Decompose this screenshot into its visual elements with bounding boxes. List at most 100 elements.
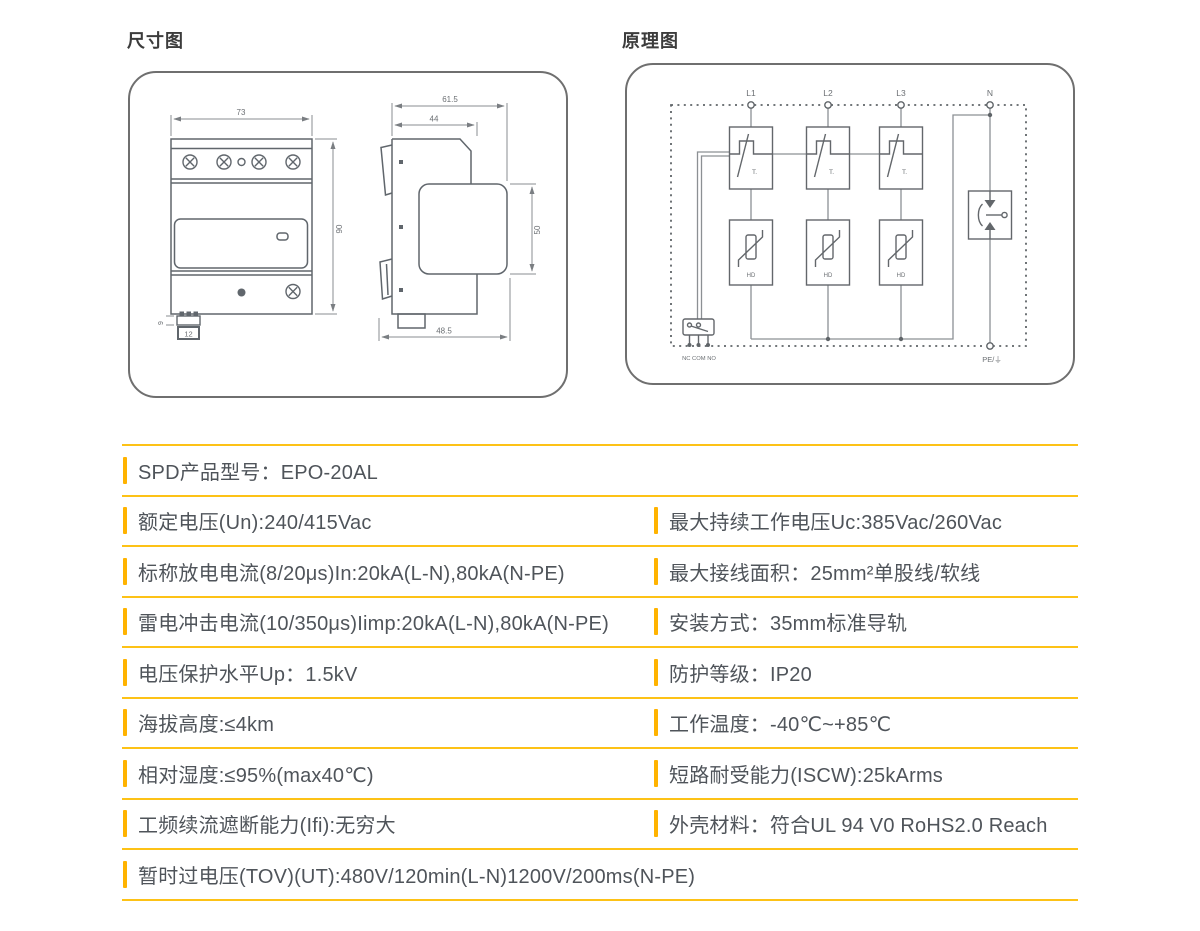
spec-text: 短路耐受能力(ISCW):25kArms bbox=[669, 764, 943, 787]
varistor-module-l2: HD bbox=[805, 219, 851, 286]
rail-clip-bottom bbox=[379, 258, 393, 301]
side-module bbox=[418, 183, 508, 275]
screw-icon bbox=[216, 154, 232, 170]
dim-side-bottom-width: 48.5 bbox=[436, 327, 452, 336]
accent-bar bbox=[123, 608, 127, 636]
side-dimensions bbox=[378, 103, 536, 341]
dim-front-width: 73 bbox=[237, 108, 246, 117]
button-dot bbox=[237, 288, 246, 297]
spec-cell-left: 相对湿度:≤95%(max40℃) bbox=[122, 749, 653, 798]
mov-module-l1: T. bbox=[728, 126, 774, 190]
pe-ground-label: PE/⏚ bbox=[982, 355, 1002, 364]
spec-text: 工频续流遮断能力(Ifi):无穷大 bbox=[138, 815, 396, 838]
spec-text: 标称放电电流(8/20μs)In:20kA(L-N),80kA(N-PE) bbox=[138, 562, 565, 585]
schematic-section-title: 原理图 bbox=[622, 31, 679, 51]
accent-bar bbox=[654, 507, 658, 535]
spec-cell-right: 最大接线面积：25mm²单股线/软线 bbox=[653, 547, 1078, 596]
dimension-drawing: 73 90 12 9 bbox=[158, 95, 542, 341]
accent-bar bbox=[123, 658, 127, 686]
mov-module-l2: T. bbox=[805, 126, 851, 190]
spec-cell-right: 安装方式：35mm标准导轨 bbox=[653, 598, 1078, 647]
accent-bar bbox=[654, 658, 658, 686]
spec-table: SPD产品型号：EPO-20AL 额定电压(Un):240/415Vac 最大持… bbox=[122, 444, 1078, 901]
front-view bbox=[170, 138, 313, 315]
spec-cell-left: 额定电压(Un):240/415Vac bbox=[122, 497, 653, 546]
mov-label: T. bbox=[902, 169, 907, 176]
spec-model-text: SPD产品型号：EPO-20AL bbox=[138, 461, 378, 484]
line-terminals bbox=[747, 101, 994, 350]
spec-text: 电压保护水平Up：1.5kV bbox=[138, 663, 358, 686]
dim-side-module-height: 50 bbox=[533, 225, 542, 234]
gdt-module-npe bbox=[967, 190, 1013, 240]
small-port bbox=[237, 157, 246, 167]
accent-bar bbox=[123, 557, 127, 585]
spec-row: 海拔高度:≤4km 工作温度：-40℃~+85℃ bbox=[122, 699, 1078, 749]
spec-cell: SPD产品型号：EPO-20AL bbox=[122, 446, 1078, 495]
spec-cell-left: 工频续流遮断能力(Ifi):无穷大 bbox=[122, 800, 653, 849]
dim-tab-width: 12 bbox=[184, 330, 192, 339]
mov-module-l3: T. bbox=[878, 126, 924, 190]
spec-text: 防护等级：IP20 bbox=[669, 663, 812, 686]
spec-cell-left: 标称放电电流(8/20μs)In:20kA(L-N),80kA(N-PE) bbox=[122, 547, 653, 596]
dim-tab-height: 9 bbox=[158, 321, 165, 325]
spec-cell-right: 外壳材料：符合UL 94 V0 RoHS2.0 Reach bbox=[653, 800, 1078, 849]
screw-icon bbox=[285, 154, 301, 170]
dim-side-overall-width: 61.5 bbox=[442, 95, 458, 104]
front-dimensions bbox=[166, 115, 337, 326]
spec-text: 外壳材料：符合UL 94 V0 RoHS2.0 Reach bbox=[669, 815, 1048, 838]
accent-bar bbox=[123, 759, 127, 787]
dashed-boundary bbox=[670, 104, 1027, 347]
contact-label: NC COM NO bbox=[682, 356, 716, 362]
accent-bar bbox=[123, 860, 127, 888]
spec-cell-right: 防护等级：IP20 bbox=[653, 648, 1078, 697]
spec-text: 海拔高度:≤4km bbox=[138, 714, 275, 737]
spec-row: 标称放电电流(8/20μs)In:20kA(L-N),80kA(N-PE) 最大… bbox=[122, 547, 1078, 598]
schematic-panel: T. T. T. HD bbox=[625, 63, 1075, 385]
accent-bar bbox=[654, 557, 658, 585]
accent-bar bbox=[654, 709, 658, 737]
accent-bar bbox=[123, 810, 127, 838]
spec-cell-right: 短路耐受能力(ISCW):25kArms bbox=[653, 749, 1078, 798]
varistor-label: HD bbox=[897, 273, 906, 279]
accent-bar bbox=[123, 709, 127, 737]
mov-label: T. bbox=[829, 169, 834, 176]
spec-row: 工频续流遮断能力(Ifi):无穷大 外壳材料：符合UL 94 V0 RoHS2.… bbox=[122, 800, 1078, 850]
screw-icon bbox=[182, 154, 198, 170]
varistor-label: HD bbox=[824, 273, 833, 279]
spec-row: 额定电压(Un):240/415Vac 最大持续工作电压Uc:385Vac/26… bbox=[122, 497, 1078, 547]
dimension-section-title: 尺寸图 bbox=[127, 31, 184, 51]
side-view bbox=[379, 138, 508, 329]
mov-label: T. bbox=[752, 169, 757, 176]
spec-tov-text: 暂时过电压(TOV)(UT):480V/120min(L-N)1200V/200… bbox=[138, 865, 696, 888]
spec-row: 相对湿度:≤95%(max40℃) 短路耐受能力(ISCW):25kArms bbox=[122, 749, 1078, 800]
dimension-panel: 73 90 12 9 bbox=[128, 71, 568, 398]
accent-bar bbox=[123, 456, 127, 484]
screw-icon bbox=[251, 154, 267, 170]
dim-side-upper-width: 44 bbox=[430, 115, 439, 124]
remote-contact bbox=[682, 318, 715, 347]
spec-cell: 暂时过电压(TOV)(UT):480V/120min(L-N)1200V/200… bbox=[122, 850, 1078, 899]
spec-text: 最大持续工作电压Uc:385Vac/260Vac bbox=[669, 512, 1003, 535]
spec-cell-left: 海拔高度:≤4km bbox=[122, 699, 653, 748]
dim-front-height: 90 bbox=[335, 224, 344, 233]
label-window bbox=[173, 218, 309, 269]
spec-cell-left: 雷电冲击电流(10/350μs)Iimp:20kA(L-N),80kA(N-PE… bbox=[122, 598, 653, 647]
spec-row-model: SPD产品型号：EPO-20AL bbox=[122, 446, 1078, 497]
indicator-window bbox=[276, 232, 289, 241]
spec-cell-right: 工作温度：-40℃~+85℃ bbox=[653, 699, 1078, 748]
accent-bar bbox=[654, 759, 658, 787]
rail-clip-top bbox=[380, 144, 393, 196]
accent-bar bbox=[654, 810, 658, 838]
side-foot bbox=[397, 313, 426, 329]
wires bbox=[696, 108, 993, 343]
spec-cell-right: 最大持续工作电压Uc:385Vac/260Vac bbox=[653, 497, 1078, 546]
accent-bar bbox=[123, 507, 127, 535]
spec-row-tov: 暂时过电压(TOV)(UT):480V/120min(L-N)1200V/200… bbox=[122, 850, 1078, 901]
terminal-label-l2: L2 bbox=[823, 88, 833, 98]
spec-row: 雷电冲击电流(10/350μs)Iimp:20kA(L-N),80kA(N-PE… bbox=[122, 598, 1078, 648]
spec-text: 最大接线面积：25mm²单股线/软线 bbox=[669, 562, 981, 585]
spec-text: 安装方式：35mm标准导轨 bbox=[669, 613, 908, 636]
varistor-module-l3: HD bbox=[878, 219, 924, 286]
varistor-module-l1: HD bbox=[728, 219, 774, 286]
